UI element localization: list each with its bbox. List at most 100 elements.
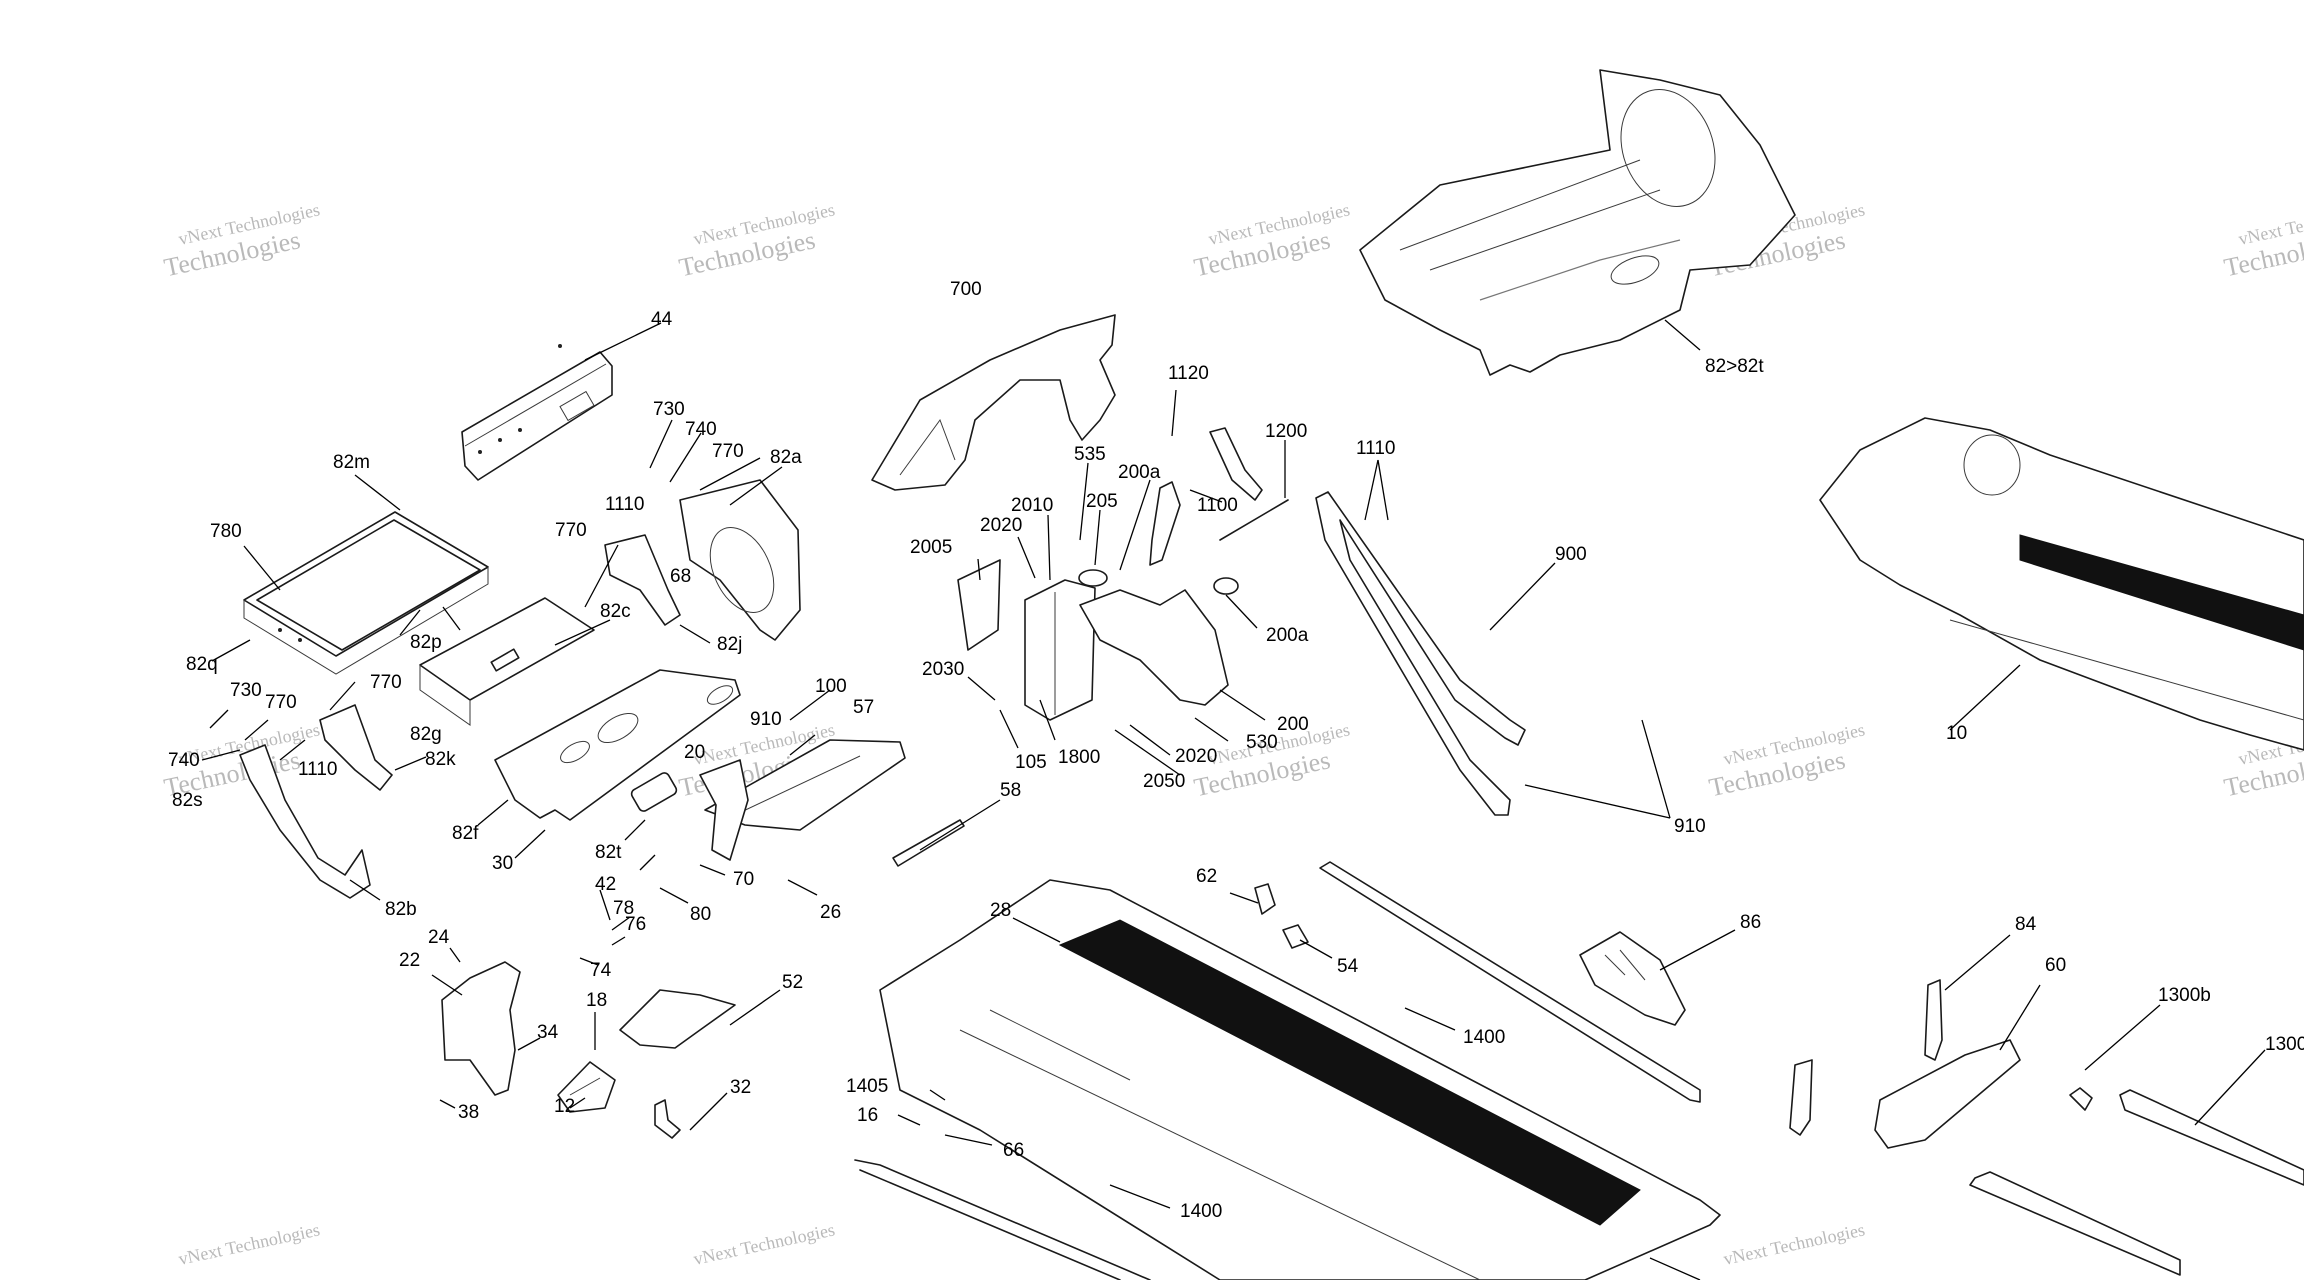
part-1100-link — [1149, 427, 1289, 566]
callout-82t: 82t — [595, 842, 622, 863]
part-44-plate — [461, 344, 613, 481]
part-2005-plate — [957, 559, 1001, 651]
part-84-bracket — [1789, 979, 1943, 1136]
callout-42: 42 — [595, 874, 616, 895]
callout-82c: 82c — [600, 601, 631, 622]
watermark: vNext Technologies Technologies — [161, 199, 321, 282]
callout-10: 10 — [1946, 723, 1967, 744]
callout-700: 700 — [950, 279, 982, 300]
callout-44: 44 — [651, 309, 673, 330]
callout-18: 18 — [586, 990, 607, 1011]
part-82c-rail — [419, 597, 595, 726]
watermark: vNext Technologies — [1722, 1219, 1867, 1268]
part-tunnel-frame — [1359, 69, 1796, 376]
watermark: vNext Technologies Technologies — [676, 199, 836, 282]
callouts: 700 44 730 740 770 82a 82m 780 1110 770 … — [168, 279, 2304, 1222]
callout-2020: 2020 — [1175, 746, 1217, 767]
callout-78: 78 — [613, 898, 634, 919]
callout-535: 535 — [1074, 444, 1106, 465]
callout-200: 200 — [1277, 714, 1309, 735]
callout-910: 910 — [750, 709, 782, 730]
callout-82g: 82g — [410, 724, 442, 745]
callout-24: 24 — [428, 927, 450, 948]
callout-84: 84 — [2015, 914, 2037, 935]
callout-1800: 1800 — [1058, 747, 1100, 768]
part-780-plate — [243, 511, 489, 675]
part-200-frame — [1079, 589, 1229, 706]
callout-82k: 82k — [425, 749, 456, 770]
callout-900: 900 — [1555, 544, 1587, 565]
callout-200a: 200a — [1266, 625, 1309, 646]
callout-74: 74 — [590, 960, 612, 981]
callout-38: 38 — [458, 1102, 479, 1123]
watermark: vNext Technologies Technologies — [2221, 199, 2304, 282]
callout-205: 205 — [1086, 491, 1118, 512]
callout-16: 16 — [857, 1105, 878, 1126]
callout-2020: 2020 — [980, 515, 1022, 536]
callout-1300: 1300 — [2265, 1034, 2304, 1055]
callout-80: 80 — [690, 904, 711, 925]
callout-910: 910 — [1674, 816, 1706, 837]
callout-54: 54 — [1337, 956, 1359, 977]
callout-770: 770 — [712, 441, 744, 462]
callout-20: 20 — [684, 742, 705, 763]
callout-58: 58 — [1000, 780, 1021, 801]
part-200a-cap — [1078, 569, 1239, 595]
callout-2050: 2050 — [1143, 771, 1185, 792]
callout-770: 770 — [370, 672, 402, 693]
callout-57: 57 — [853, 697, 874, 718]
callout-76: 76 — [625, 914, 646, 935]
watermark-text: vNext Technologies — [1722, 1219, 1867, 1268]
callout-60: 60 — [2045, 955, 2066, 976]
callout-1405: 1405 — [846, 1076, 888, 1097]
watermark: vNext Technologies Technologies — [1706, 719, 1866, 802]
part-32-clip — [654, 1099, 681, 1139]
callout-28: 28 — [990, 900, 1011, 921]
part-1300-rail — [1969, 1087, 2304, 1276]
part-70-bracket — [699, 759, 749, 861]
part-62-bracket — [1254, 883, 1309, 949]
leader-lines — [201, 319, 2266, 1280]
part-900-struts — [1315, 491, 1526, 816]
callout-1200: 1200 — [1265, 421, 1307, 442]
callout-68: 68 — [670, 566, 691, 587]
callout-2005: 2005 — [910, 537, 952, 558]
part-58-rod — [892, 819, 965, 867]
part-82a-bulkhead — [679, 479, 801, 641]
callout-34: 34 — [537, 1022, 559, 1043]
callout-66: 66 — [1003, 1140, 1024, 1161]
watermark-text: vNext Technologies — [177, 1219, 322, 1268]
part-12-block — [557, 1061, 616, 1113]
part-700-arch — [871, 314, 1116, 491]
part-1400-rail — [1319, 861, 1701, 1103]
part-28-tunnel — [854, 879, 1721, 1280]
part-52-shield — [619, 989, 736, 1049]
watermark: vNext Technologies Technologies — [1191, 199, 1351, 282]
part-86-footrest — [1579, 931, 1686, 1026]
callout-740: 740 — [168, 750, 200, 771]
callout-2030: 2030 — [922, 659, 964, 680]
callout-1300b: 1300b — [2158, 985, 2211, 1006]
callout-32: 32 — [730, 1077, 751, 1098]
watermark: vNext Technologies — [177, 1219, 322, 1268]
callout-730: 730 — [230, 680, 262, 701]
callout-1100: 1100 — [1197, 495, 1238, 516]
watermark: vNext Technologies — [692, 1219, 837, 1268]
part-10-chassis — [1819, 417, 2304, 751]
callout-770: 770 — [555, 520, 587, 541]
callout-82m: 82m — [333, 452, 370, 473]
callout-82p: 82p — [410, 632, 442, 653]
callout-730: 730 — [653, 399, 685, 420]
callout-30: 30 — [492, 853, 513, 874]
part-60-bumper — [1874, 1039, 2021, 1149]
callout-2010: 2010 — [1011, 495, 1053, 516]
part-82t-floor — [494, 669, 741, 821]
part-1800-plate — [1024, 579, 1096, 721]
part-82b-hoop — [239, 744, 371, 899]
part-22-bracket — [441, 961, 521, 1096]
callout-1110: 1110 — [605, 494, 644, 515]
callout-100: 100 — [815, 676, 847, 697]
callout-82j: 82j — [717, 634, 742, 655]
callout-1120: 1120 — [1168, 363, 1209, 384]
callout-82q: 82q — [186, 654, 218, 675]
